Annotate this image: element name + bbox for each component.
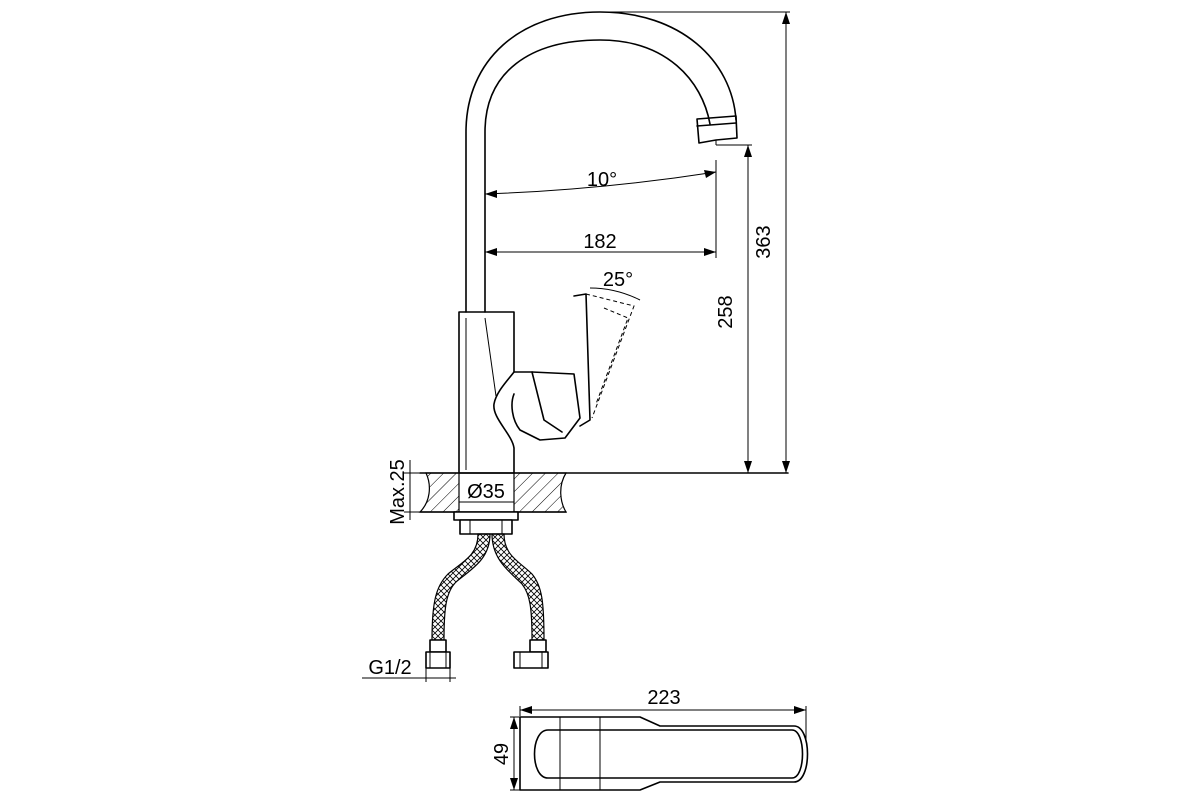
swivel-angle-label: 10° bbox=[587, 169, 617, 191]
spout bbox=[465, 11, 738, 313]
height-spout-label: 258 bbox=[715, 295, 737, 328]
lever-handle bbox=[511, 293, 635, 441]
hole-diameter-label: Ø35 bbox=[467, 481, 505, 503]
deck-thickness-label: Max.25 bbox=[387, 459, 409, 525]
mounting-nut bbox=[453, 511, 519, 535]
lever-angle-label: 25° bbox=[603, 269, 633, 291]
reach-label: 182 bbox=[583, 231, 616, 253]
top-view bbox=[519, 716, 809, 791]
supply-hoses bbox=[425, 533, 549, 669]
arrowheads bbox=[485, 12, 806, 790]
top-width-label: 49 bbox=[491, 743, 513, 765]
top-length-label: 223 bbox=[647, 687, 680, 709]
height-total-label: 363 bbox=[753, 225, 775, 258]
faucet-body bbox=[458, 311, 515, 474]
dimension-lines bbox=[362, 11, 807, 791]
connection-label: G1/2 bbox=[368, 657, 411, 679]
deck-section bbox=[418, 472, 789, 513]
